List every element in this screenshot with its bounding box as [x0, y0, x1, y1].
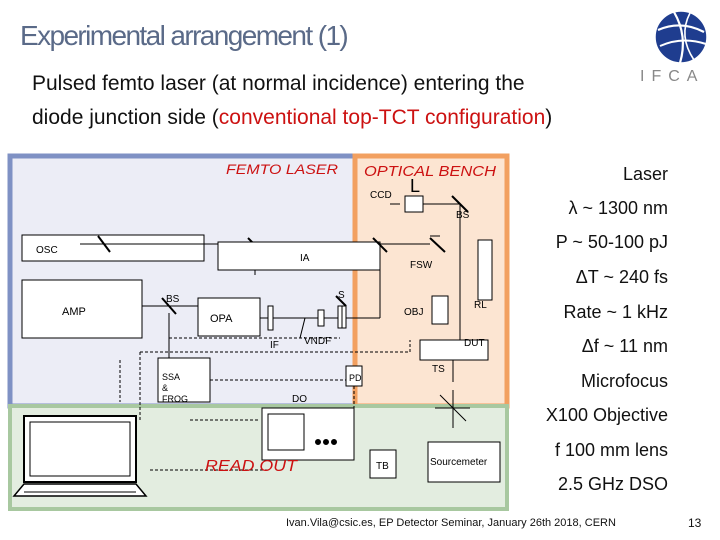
- sourcemeter-label: Sourcemeter: [430, 457, 488, 468]
- ifca-globe-icon: [654, 10, 708, 64]
- amp-sign-label: &: [162, 383, 168, 393]
- read-out-label: READ OUT: [205, 458, 298, 475]
- rl-label: RL: [474, 300, 487, 311]
- bs-right-label: BS: [456, 210, 470, 221]
- spec-wavelength: λ ~ 1300 nm: [568, 198, 668, 218]
- spec-pulse-width: ΔT ~ 240 fs: [575, 267, 668, 287]
- subtitle-line-1: Pulsed femto laser (at normal incidence)…: [32, 72, 525, 95]
- ssa-label: SSA: [162, 372, 180, 382]
- spec-pulse-energy: P ~ 50-100 pJ: [555, 232, 668, 252]
- pd-label: PD: [349, 373, 362, 383]
- tb-label: TB: [376, 461, 389, 472]
- subtitle-prefix: diode junction side (: [32, 106, 219, 129]
- bs-left-label: BS: [166, 294, 180, 305]
- do-label: DO: [292, 394, 307, 405]
- spec-objective: X100 Objective: [545, 405, 668, 425]
- page-number: 13: [688, 516, 702, 530]
- ifca-logo-text: IFCA: [640, 68, 705, 85]
- footer-text: Ivan.Vila@csic.es, EP Detector Seminar, …: [286, 517, 616, 529]
- osc-label: OSC: [36, 245, 58, 256]
- ts-label: TS: [432, 364, 445, 375]
- femto-laser-label: FEMTO LASER: [226, 161, 338, 177]
- amp-label: AMP: [62, 306, 86, 318]
- frog-label: FROG: [162, 394, 188, 404]
- page-title: Experimental arrangement (1): [20, 20, 349, 51]
- opa-label: OPA: [210, 313, 233, 325]
- subtitle-line-2: diode junction side (conventional top-TC…: [32, 106, 552, 130]
- spec-rate: Rate ~ 1 kHz: [563, 302, 668, 322]
- ccd-label: CCD: [370, 190, 392, 201]
- optical-bench-label: OPTICAL BENCH: [364, 163, 496, 180]
- vndf-label: VNDF: [304, 336, 331, 347]
- if-label: IF: [270, 340, 279, 351]
- obj-label: OBJ: [404, 307, 423, 318]
- spec-laser: Laser: [622, 164, 668, 184]
- spec-dso: 2.5 GHz DSO: [557, 474, 668, 494]
- s-label: S: [338, 290, 345, 301]
- subtitle-suffix: ): [545, 106, 553, 129]
- ia-label: IA: [300, 253, 310, 264]
- lens-label: L: [410, 176, 420, 196]
- spec-microfocus: Microfocus: [580, 371, 668, 391]
- fsw-label: FSW: [410, 260, 433, 271]
- spec-bandwidth: Δf ~ 11 nm: [581, 336, 668, 356]
- subtitle-highlight: conventional top-TCT configuration: [218, 106, 546, 129]
- dut-label: DUT: [464, 338, 485, 349]
- spec-lens: f 100 mm lens: [554, 440, 668, 460]
